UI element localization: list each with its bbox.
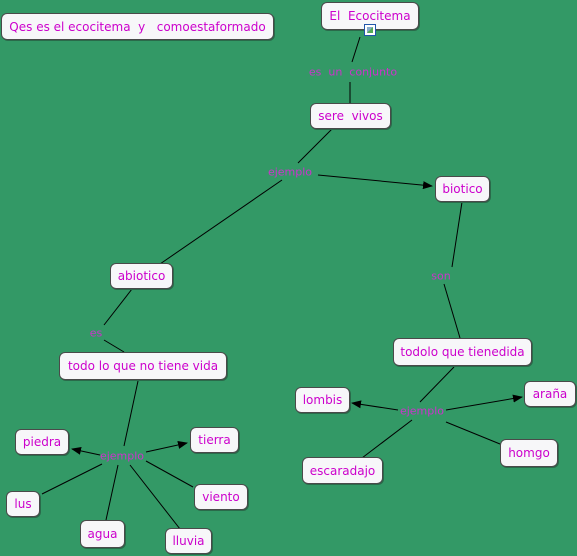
line-novida-ejemplo	[123, 380, 139, 447]
line-serevivos-ejemplo	[297, 128, 333, 164]
node-lombis[interactable]: lombis	[295, 387, 350, 413]
node-sere-vivos[interactable]: sere vivos	[310, 103, 391, 129]
node-tierra[interactable]: tierra	[190, 427, 239, 453]
node-abiotico[interactable]: abiotico	[110, 263, 173, 289]
line-ejemplo-escaradajo	[361, 419, 413, 459]
arrow-ejemplo-tierra	[145, 441, 188, 453]
line-ejemplo-abiotico	[159, 179, 283, 265]
link-label-ejemplo-main: ejemplo	[267, 165, 313, 179]
image-icon[interactable]	[364, 24, 376, 36]
arrow-ejemplo-piedra	[71, 446, 101, 456]
node-question[interactable]: Qes es el ecocitema y comoestaformado	[1, 13, 274, 40]
link-label-ejemplo-abiotic: ejemplo	[99, 449, 145, 463]
node-lluvia[interactable]: lluvia	[165, 528, 212, 554]
link-label-es-un-conjunto: es un conjunto	[308, 65, 398, 79]
line-abiotico-es	[103, 288, 133, 326]
node-escaradajo[interactable]: escaradajo	[302, 457, 383, 484]
node-viento[interactable]: viento	[194, 484, 248, 510]
line-biotico-son	[451, 201, 463, 268]
node-homgo[interactable]: homgo	[500, 439, 558, 467]
node-todolo-que-tienedida[interactable]: todolo que tienedida	[393, 338, 532, 366]
line-ejemplo-lus	[41, 463, 103, 495]
node-lus[interactable]: lus	[6, 491, 40, 517]
node-arana[interactable]: araña	[524, 381, 576, 407]
link-label-es: es	[89, 326, 103, 340]
link-label-ejemplo-biotic: ejemplo	[399, 404, 445, 418]
line-son-todolo	[443, 283, 461, 339]
line-ejemplo-lluvia	[129, 464, 181, 530]
node-todo-no-vida[interactable]: todo lo que no tiene vida	[59, 352, 227, 380]
node-agua[interactable]: agua	[80, 520, 125, 548]
node-piedra[interactable]: piedra	[15, 429, 69, 455]
arrow-ejemplo-lombis	[351, 400, 399, 411]
line-ejemplo-agua	[105, 464, 119, 521]
line-es-novida	[103, 339, 125, 353]
line-todolo-ejemplo	[419, 366, 455, 403]
link-label-son: son	[431, 269, 451, 283]
line-ejemplo-homgo	[445, 421, 501, 445]
node-title[interactable]: El Ecocitema	[321, 2, 419, 30]
arrow-ejemplo-biotico	[317, 174, 433, 190]
node-biotico[interactable]: biotico	[435, 176, 490, 202]
line-title-conjunto	[351, 36, 361, 63]
arrow-ejemplo-arana	[445, 394, 523, 411]
line-ejemplo-viento	[145, 460, 194, 488]
